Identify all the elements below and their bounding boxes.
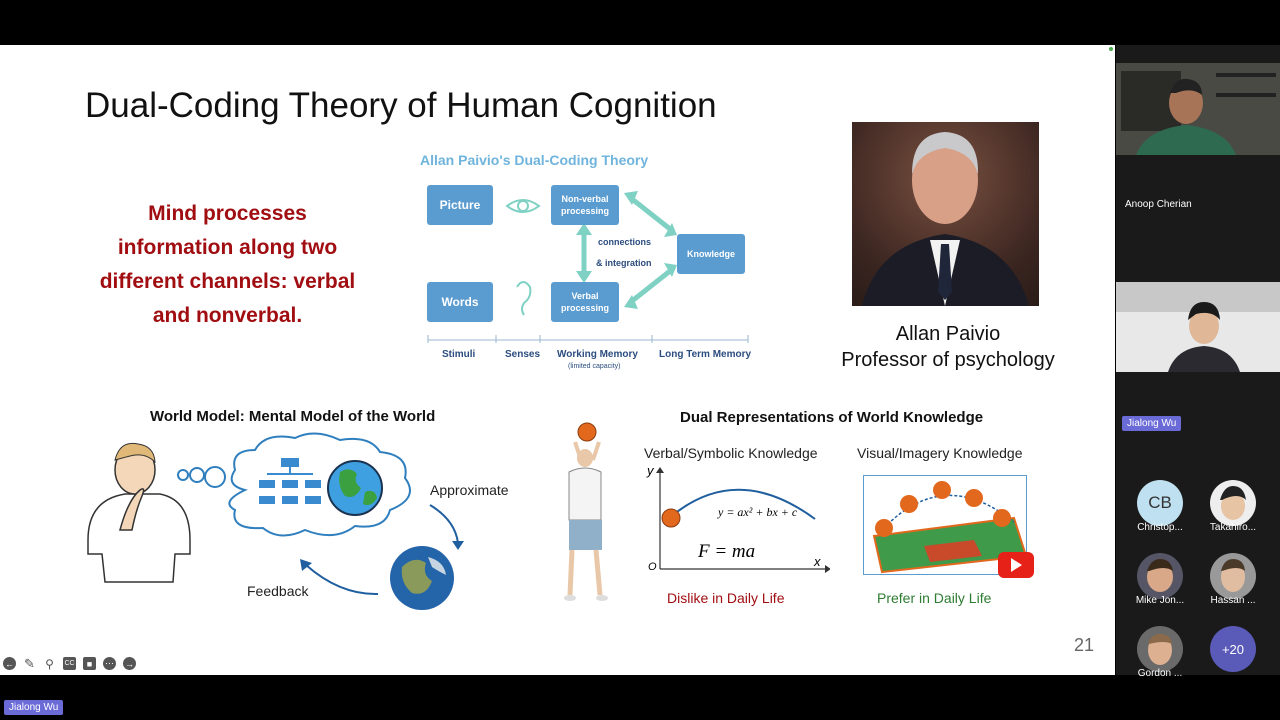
hierarchy-icon: [259, 458, 321, 504]
approximate-label: Approximate: [430, 482, 509, 498]
camera-icon[interactable]: ■: [83, 657, 96, 670]
slide: Dual-Coding Theory of Human Cognition Mi…: [0, 45, 1115, 675]
basketball-player-illustration: [564, 422, 608, 601]
person-role: Professor of psychology: [841, 349, 1055, 371]
stimuli-label: Stimuli: [442, 349, 476, 360]
picture-box: Picture: [427, 185, 493, 225]
mike-photo: [1147, 559, 1173, 592]
avatar-gordon[interactable]: [1137, 626, 1183, 672]
slide-title: Dual-Coding Theory of Human Cognition: [85, 86, 717, 125]
youtube-play-icon: [998, 552, 1034, 578]
visual-knowledge-title: Visual/Imagery Knowledge: [857, 445, 1023, 461]
bottom-speaker-badge: Jialong Wu: [4, 700, 64, 715]
mind-statement: Mind processes information along two dif…: [99, 202, 356, 327]
portrait-illustration: [862, 132, 1029, 306]
speaker-name-badge: Jialong Wu: [1122, 416, 1182, 431]
more-options-icon[interactable]: ⋯: [103, 657, 116, 670]
anoop-video-feed: [1116, 63, 1280, 155]
ear-icon: [516, 281, 532, 316]
dislike-label: Dislike in Daily Life: [667, 590, 785, 606]
quadratic-equation: y = ax² + bx + c: [718, 505, 798, 519]
page-number: 21: [1074, 635, 1095, 655]
more-participants-button[interactable]: +20: [1210, 626, 1256, 672]
jialong-video-feed: [1116, 282, 1280, 372]
avatar-name-hassan: Hassan ...: [1210, 595, 1256, 606]
person-name: Allan Paivio: [895, 323, 1001, 345]
newton-equation: F = ma: [698, 541, 756, 562]
earth-photo-icon: [390, 546, 454, 610]
avatar-name-gordon: Gordon ...: [1137, 668, 1183, 679]
zoom-icon[interactable]: ⚲: [45, 656, 54, 671]
recording-indicator: [1109, 47, 1113, 51]
avatar-mike[interactable]: [1137, 553, 1183, 599]
participant-panel: Anoop Cherian Jialong Wu CB Christop... …: [1116, 45, 1280, 679]
dual-representations-title: Dual Representations of World Knowledge: [680, 409, 984, 426]
video-tile-anoop[interactable]: [1116, 63, 1280, 155]
pen-icon[interactable]: ✎: [24, 655, 35, 671]
allan-paivio-photo: [852, 122, 1039, 306]
origin-label: O: [648, 561, 657, 573]
avatar-christop[interactable]: CB: [1137, 480, 1183, 526]
anoop-name-label: Anoop Cherian: [1125, 199, 1192, 210]
gordon-photo: [1148, 634, 1172, 665]
avatar-takahiro[interactable]: [1210, 480, 1256, 526]
subtitles-icon[interactable]: CC: [63, 657, 76, 670]
thought-cloud: [177, 432, 411, 537]
feedback-arrows: [300, 504, 464, 596]
video-tile-jialong[interactable]: [1116, 282, 1280, 372]
dual-coding-diagram-arrows: [427, 191, 749, 343]
words-box: Words: [427, 282, 493, 322]
diagram-title: Allan Paivio's Dual-Coding Theory: [420, 152, 649, 168]
x-axis-label: x: [814, 554, 821, 569]
next-slide-icon[interactable]: →: [123, 657, 136, 670]
prefer-label: Prefer in Daily Life: [877, 590, 992, 606]
person-caption: Allan Paivio Professor of psychology: [828, 321, 1068, 373]
hassan-photo: [1221, 559, 1245, 592]
court-illustration: [872, 481, 1026, 574]
y-axis-label: y: [647, 463, 654, 478]
takahiro-photo: [1220, 486, 1246, 520]
avatar-name-mike: Mike Jon...: [1135, 595, 1185, 606]
connections-label: connections: [598, 237, 652, 247]
parabola-graph: [656, 467, 830, 573]
verbal-knowledge-title: Verbal/Symbolic Knowledge: [644, 445, 818, 461]
nonverbal-box: Non-verbal processing: [551, 185, 619, 225]
avatar-name-christop: Christop...: [1137, 522, 1183, 533]
senses-label: Senses: [505, 349, 541, 360]
long-term-memory-label: Long Term Memory: [659, 349, 752, 360]
avatar-name-takahiro: Takahiro...: [1209, 522, 1257, 533]
verbal-box: Verbal processing: [551, 282, 619, 322]
eye-icon: [505, 199, 541, 213]
knowledge-box: Knowledge: [677, 234, 745, 274]
integration-label: & integration: [596, 258, 652, 268]
feedback-label: Feedback: [247, 583, 309, 599]
working-memory-label: Working Memory: [557, 349, 638, 360]
world-model-title: World Model: Mental Model of the World: [150, 408, 436, 425]
thinking-person-illustration: [87, 442, 191, 583]
limited-capacity-label: (limited capacity): [568, 363, 621, 370]
earth-globe-icon: [327, 460, 383, 516]
basketball-court-image: [863, 475, 1027, 575]
previous-slide-icon[interactable]: ←: [3, 657, 16, 670]
avatar-hassan[interactable]: [1210, 553, 1256, 599]
